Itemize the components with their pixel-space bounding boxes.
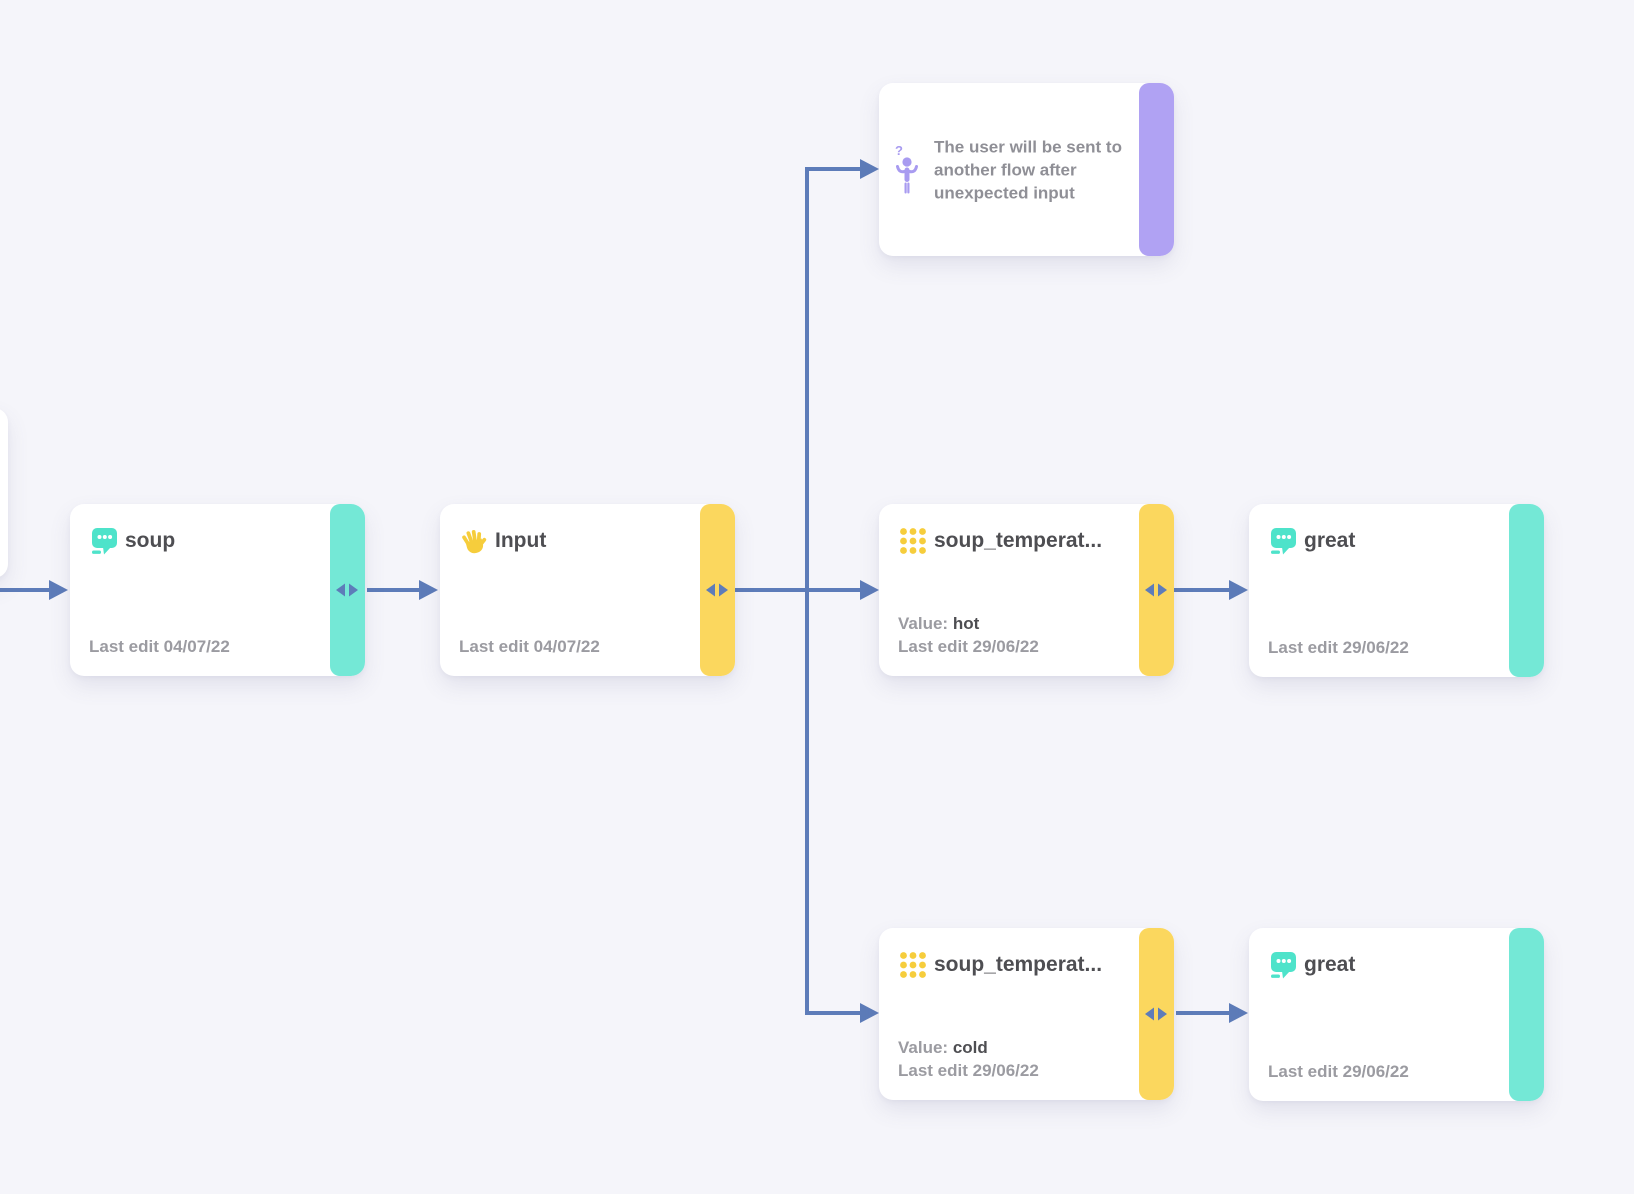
- node-title: Input: [495, 529, 547, 552]
- value-label: Value:: [898, 1038, 953, 1057]
- node-input-accent-bar: [700, 504, 735, 676]
- node-last-edit: Last edit 29/06/22: [898, 637, 1039, 656]
- node-soup-accent-bar: [330, 504, 365, 676]
- node-great-bottom-accent-bar: [1509, 928, 1544, 1101]
- node-last-edit: Last edit 29/06/22: [898, 1061, 1039, 1080]
- unexpected-input-message: The user will be sent to another flow af…: [934, 137, 1122, 202]
- edge-trunk-vertical: [805, 167, 809, 1015]
- hand-icon: [462, 529, 487, 554]
- node-great-top-accent-bar: [1509, 504, 1544, 677]
- node-last-edit: Last edit 29/06/22: [1268, 638, 1409, 657]
- arrowhead-into-great-top: [1229, 580, 1248, 600]
- arrowhead-into-input: [419, 580, 438, 600]
- node-great-bottom[interactable]: great Last edit 29/06/22: [1249, 928, 1544, 1101]
- node-title: great: [1304, 953, 1356, 976]
- connection-port-icon[interactable]: [706, 581, 728, 599]
- connection-port-icon[interactable]: [1145, 581, 1167, 599]
- edge-hot-to-great: [1174, 588, 1232, 592]
- node-title: great: [1304, 529, 1356, 552]
- node-unexpected-input[interactable]: ? The user will be sent to another flow …: [879, 83, 1174, 256]
- shrug-person-icon: ?: [895, 143, 918, 193]
- node-hot-accent-bar: [1139, 504, 1174, 676]
- connection-port-icon[interactable]: [1145, 1005, 1167, 1023]
- node-cold-accent-bar: [1139, 928, 1174, 1100]
- chat-bubble-icon: [92, 528, 117, 555]
- edge-branch-to-cold: [805, 1011, 862, 1015]
- chat-bubble-icon: [1271, 528, 1296, 555]
- node-soup-temperature-hot[interactable]: soup_temperat... Value: hot Last edit 29…: [879, 504, 1174, 676]
- arrowhead-into-soup: [49, 580, 68, 600]
- edge-into-soup: [0, 588, 51, 592]
- arrowhead-into-cold: [860, 1003, 879, 1023]
- edge-soup-to-input: [367, 588, 422, 592]
- value-label: Value:: [898, 614, 953, 633]
- edge-cold-to-great: [1176, 1011, 1232, 1015]
- edge-branch-to-unexpected: [805, 167, 862, 171]
- chat-bubble-icon: [1271, 952, 1296, 979]
- node-meta: Value: hot Last edit 29/06/22: [898, 612, 1130, 658]
- node-last-edit: Last edit 04/07/22: [89, 637, 230, 656]
- node-title: soup_temperat...: [934, 953, 1103, 976]
- node-title: soup_temperat...: [934, 529, 1103, 552]
- node-unexpected-accent-bar: [1139, 83, 1174, 256]
- arrowhead-into-great-bottom: [1229, 1003, 1248, 1023]
- value: cold: [952, 1038, 988, 1057]
- node-title: soup: [125, 529, 176, 552]
- value: hot: [952, 614, 980, 633]
- arrowhead-into-unexpected: [860, 159, 879, 179]
- arrowhead-into-hot: [860, 580, 879, 600]
- edge-input-to-hot: [735, 588, 862, 592]
- node-great-top[interactable]: great Last edit 29/06/22: [1249, 504, 1544, 677]
- grid-dots-icon: [900, 952, 926, 978]
- svg-text:?: ?: [895, 143, 903, 158]
- node-input[interactable]: Input Last edit 04/07/22: [440, 504, 735, 676]
- connection-port-icon[interactable]: [336, 581, 358, 599]
- offscreen-node-partial[interactable]: [0, 408, 8, 578]
- node-soup[interactable]: soup Last edit 04/07/22: [70, 504, 365, 676]
- node-meta: Value: cold Last edit 29/06/22: [898, 1036, 1130, 1082]
- node-soup-temperature-cold[interactable]: soup_temperat... Value: cold Last edit 2…: [879, 928, 1174, 1100]
- grid-dots-icon: [900, 528, 926, 554]
- node-last-edit: Last edit 04/07/22: [459, 637, 600, 656]
- node-last-edit: Last edit 29/06/22: [1268, 1062, 1409, 1081]
